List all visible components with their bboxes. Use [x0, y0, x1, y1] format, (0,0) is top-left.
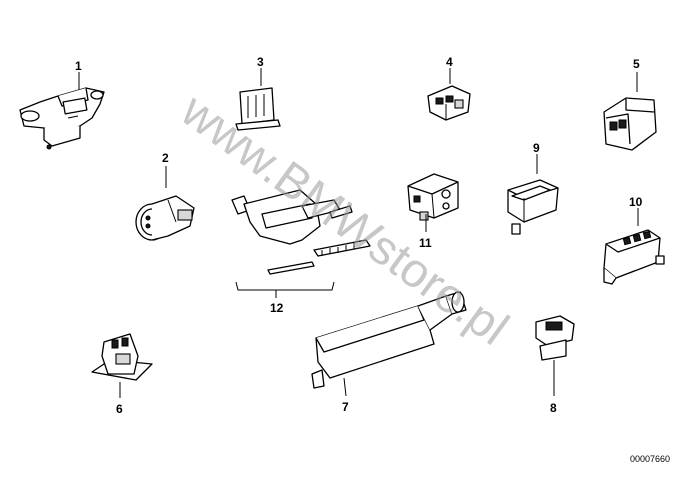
callout-6: 6: [116, 402, 123, 416]
callout-4: 4: [446, 55, 453, 69]
part-10-long-connector[interactable]: [603, 208, 665, 285]
part-8-round-mount-connector[interactable]: [535, 315, 575, 396]
callout-7: 7: [342, 400, 349, 414]
callout-12: 12: [270, 301, 284, 315]
callout-5: 5: [633, 57, 640, 71]
callout-9: 9: [533, 141, 540, 155]
callout-2: 2: [162, 151, 169, 165]
part-5-angled-housing[interactable]: [603, 72, 657, 151]
part-7-plug-with-boot[interactable]: [311, 291, 467, 397]
diagram-code: 00007660: [630, 454, 670, 464]
callout-11: 11: [419, 236, 432, 250]
callout-10: 10: [629, 195, 643, 209]
part-9-multi-pin-block[interactable]: [507, 154, 559, 235]
part-12-terminal-set[interactable]: [231, 189, 371, 298]
part-11-cube-connector[interactable]: [407, 173, 459, 232]
watermark-text: www.BMWstore.pl: [171, 83, 518, 355]
callout-8: 8: [550, 401, 557, 415]
part-1-connector-bracket[interactable]: [19, 72, 105, 150]
part-2-round-socket[interactable]: [135, 166, 195, 241]
part-4-square-connector[interactable]: [427, 68, 471, 121]
callout-1: 1: [75, 59, 82, 73]
part-3-flat-connector[interactable]: [235, 68, 281, 131]
callout-3: 3: [257, 55, 264, 69]
part-6-flanged-socket[interactable]: [91, 333, 153, 398]
